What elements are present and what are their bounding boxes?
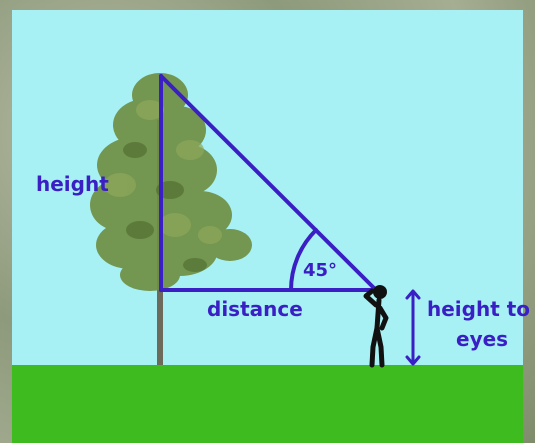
eye-height-arrow [405, 289, 421, 366]
height-label: height [36, 172, 109, 196]
distance-label: distance [207, 297, 303, 321]
person-figure [363, 285, 389, 368]
measurement-triangle [159, 74, 378, 292]
angle-arc [289, 228, 318, 292]
grass-ground [12, 365, 523, 443]
sky-area [12, 10, 523, 365]
person-head [373, 285, 387, 299]
eye-height-label-line2: eyes [456, 327, 508, 351]
angle-label: 45° [303, 260, 337, 281]
eye-height-label-line1: height to [427, 297, 530, 321]
tree-illustration [90, 73, 252, 365]
hypotenuse-line [159, 74, 378, 292]
tree-foliage-highlights [104, 100, 222, 244]
